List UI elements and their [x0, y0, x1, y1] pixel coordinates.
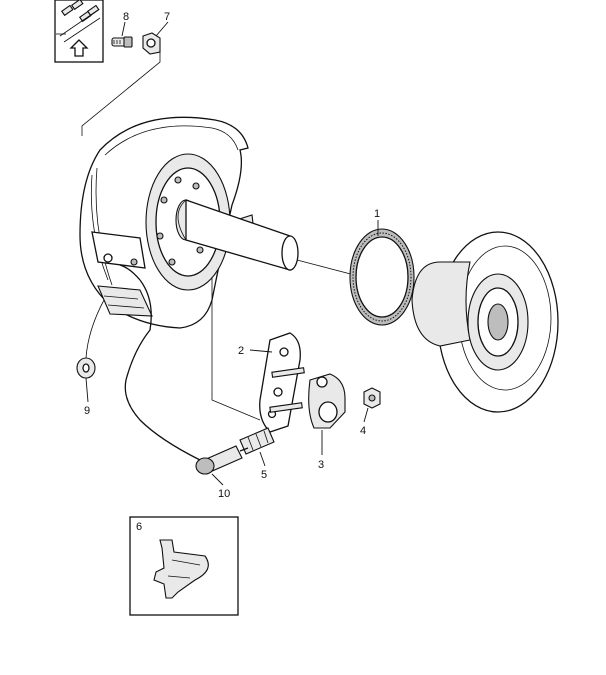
- callout-4: 4: [360, 425, 366, 437]
- callout-7: 7: [164, 11, 170, 23]
- detail-inset-part-6: [129, 516, 239, 616]
- callout-3: 3: [318, 459, 324, 471]
- callout-6: 6: [136, 521, 142, 533]
- axle-shaft: [175, 199, 299, 271]
- brake-disc-hub: [411, 231, 559, 413]
- grommet-part-9: [76, 299, 105, 379]
- clip-nut-part-7: [142, 32, 161, 55]
- clamping-sleeve-part-5: [239, 427, 275, 455]
- vehicle-orientation-icon: [59, 0, 101, 43]
- sensor-bracket-part-2: [259, 332, 301, 433]
- mounting-studs: [269, 367, 305, 413]
- callout-2: 2: [238, 345, 244, 357]
- up-arrow-icon: [69, 39, 89, 57]
- sensor-holder-part-3: [308, 373, 346, 429]
- nut-part-4: [363, 387, 381, 409]
- callout-1: 1: [374, 208, 380, 220]
- wheel-speed-sensor-part-10: [119, 264, 249, 475]
- callout-8: 8: [123, 11, 129, 23]
- orientation-inset: [54, 0, 104, 63]
- callout-5: 5: [261, 469, 267, 481]
- callout-9: 9: [84, 405, 90, 417]
- bolt-part-8: [111, 36, 133, 48]
- tone-ring-part-1: [349, 228, 415, 326]
- callout-10: 10: [218, 488, 230, 500]
